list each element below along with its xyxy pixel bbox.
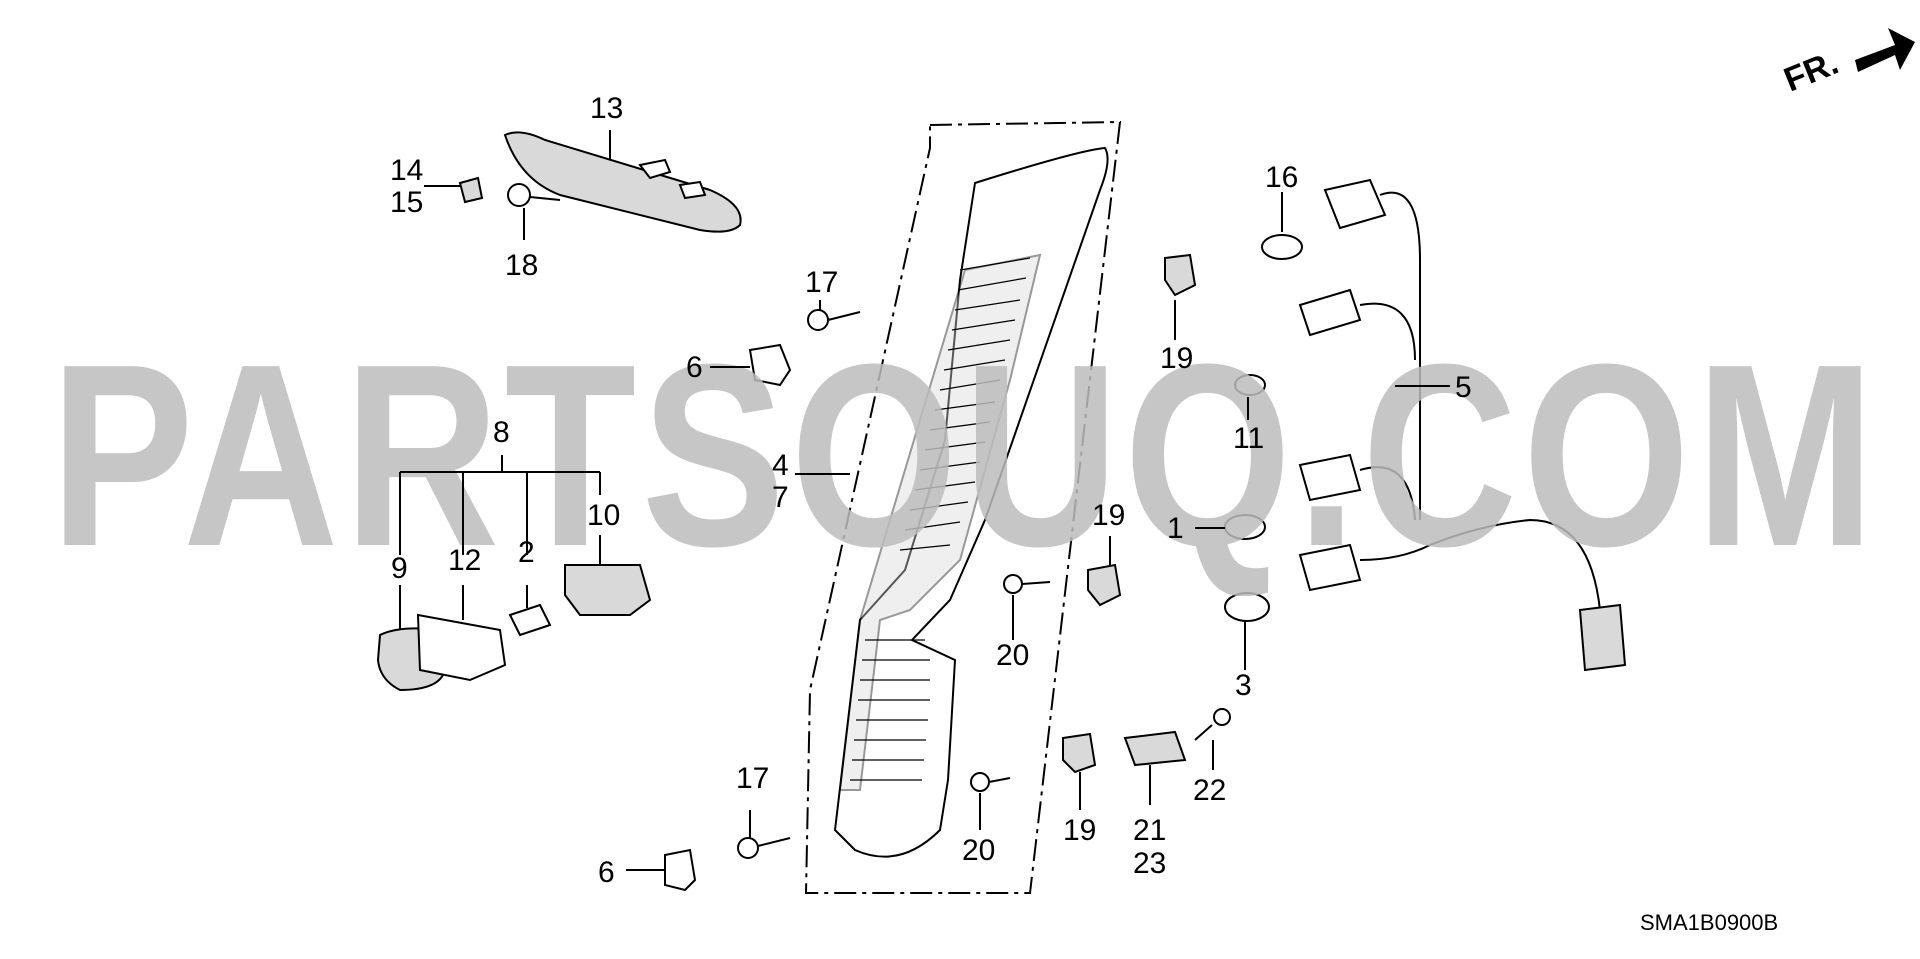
callout-2: 2 [518, 536, 535, 569]
callout-14: 14 [390, 154, 423, 187]
callout-18: 18 [505, 249, 538, 282]
bracket-21-23 [1123, 730, 1187, 767]
bulb-16 [1261, 234, 1303, 260]
callout-9: 9 [391, 552, 408, 585]
tail-light-lens [833, 146, 1109, 858]
callout-20-lower: 20 [962, 834, 995, 867]
callout-22: 22 [1193, 774, 1226, 807]
callout-12: 12 [448, 544, 481, 577]
callout-4: 4 [772, 449, 789, 482]
callout-6-upper: 6 [686, 351, 703, 384]
callout-11: 11 [1233, 422, 1264, 455]
grommet-19-mid [1087, 563, 1122, 607]
watermark: PARTSOUQ.COM [50, 311, 1880, 601]
screw-22 [1194, 708, 1231, 741]
callout-3: 3 [1235, 669, 1252, 702]
callout-19-mid: 19 [1092, 499, 1125, 532]
callout-5: 5 [1455, 371, 1472, 404]
arrow-icon [1855, 28, 1915, 72]
clip-14-15 [458, 176, 484, 204]
bolt-17-upper [807, 309, 861, 331]
callout-16: 16 [1265, 161, 1298, 194]
lens-12 [416, 613, 507, 682]
bulb-2 [508, 603, 552, 637]
callout-15: 15 [390, 186, 423, 219]
callout-17-upper: 17 [805, 266, 838, 299]
leader-lines [399, 130, 1450, 871]
callout-17-lower: 17 [736, 762, 769, 795]
callout-21: 21 [1133, 814, 1166, 847]
assembly-boundary [804, 120, 1122, 894]
callout-13: 13 [590, 92, 623, 125]
diagram-code: SMA1B0900B [1640, 910, 1778, 935]
cover-6-upper [748, 343, 792, 387]
front-direction-indicator: FR. [1779, 28, 1915, 99]
callout-7: 7 [772, 481, 789, 514]
callout-19-top: 19 [1160, 342, 1193, 375]
socket-10 [564, 564, 652, 616]
callout-6-lower: 6 [598, 856, 615, 889]
bulb-3 [1224, 592, 1270, 622]
callout-20-upper: 20 [996, 639, 1029, 672]
grommet-19-bottom [1062, 732, 1097, 774]
callout-23: 23 [1133, 847, 1166, 880]
fr-label: FR. [1779, 44, 1844, 100]
bolt-17-lower [737, 837, 791, 859]
callout-1: 1 [1167, 512, 1184, 545]
screw-20-lower [970, 772, 1011, 792]
screw-18 [507, 183, 561, 207]
callout-8: 8 [493, 416, 510, 449]
bulb-11 [1234, 374, 1266, 396]
wire-harness [1298, 178, 1627, 672]
cover-6-lower [664, 848, 697, 892]
grommet-19-top [1164, 253, 1197, 297]
screw-20-upper [1003, 574, 1051, 594]
callout-labels: 13 14 15 18 17 6 8 4 7 10 9 12 2 17 6 16… [390, 92, 1472, 889]
side-marker-light [503, 131, 742, 233]
callout-19-bottom: 19 [1063, 814, 1096, 847]
callout-10: 10 [587, 499, 620, 532]
